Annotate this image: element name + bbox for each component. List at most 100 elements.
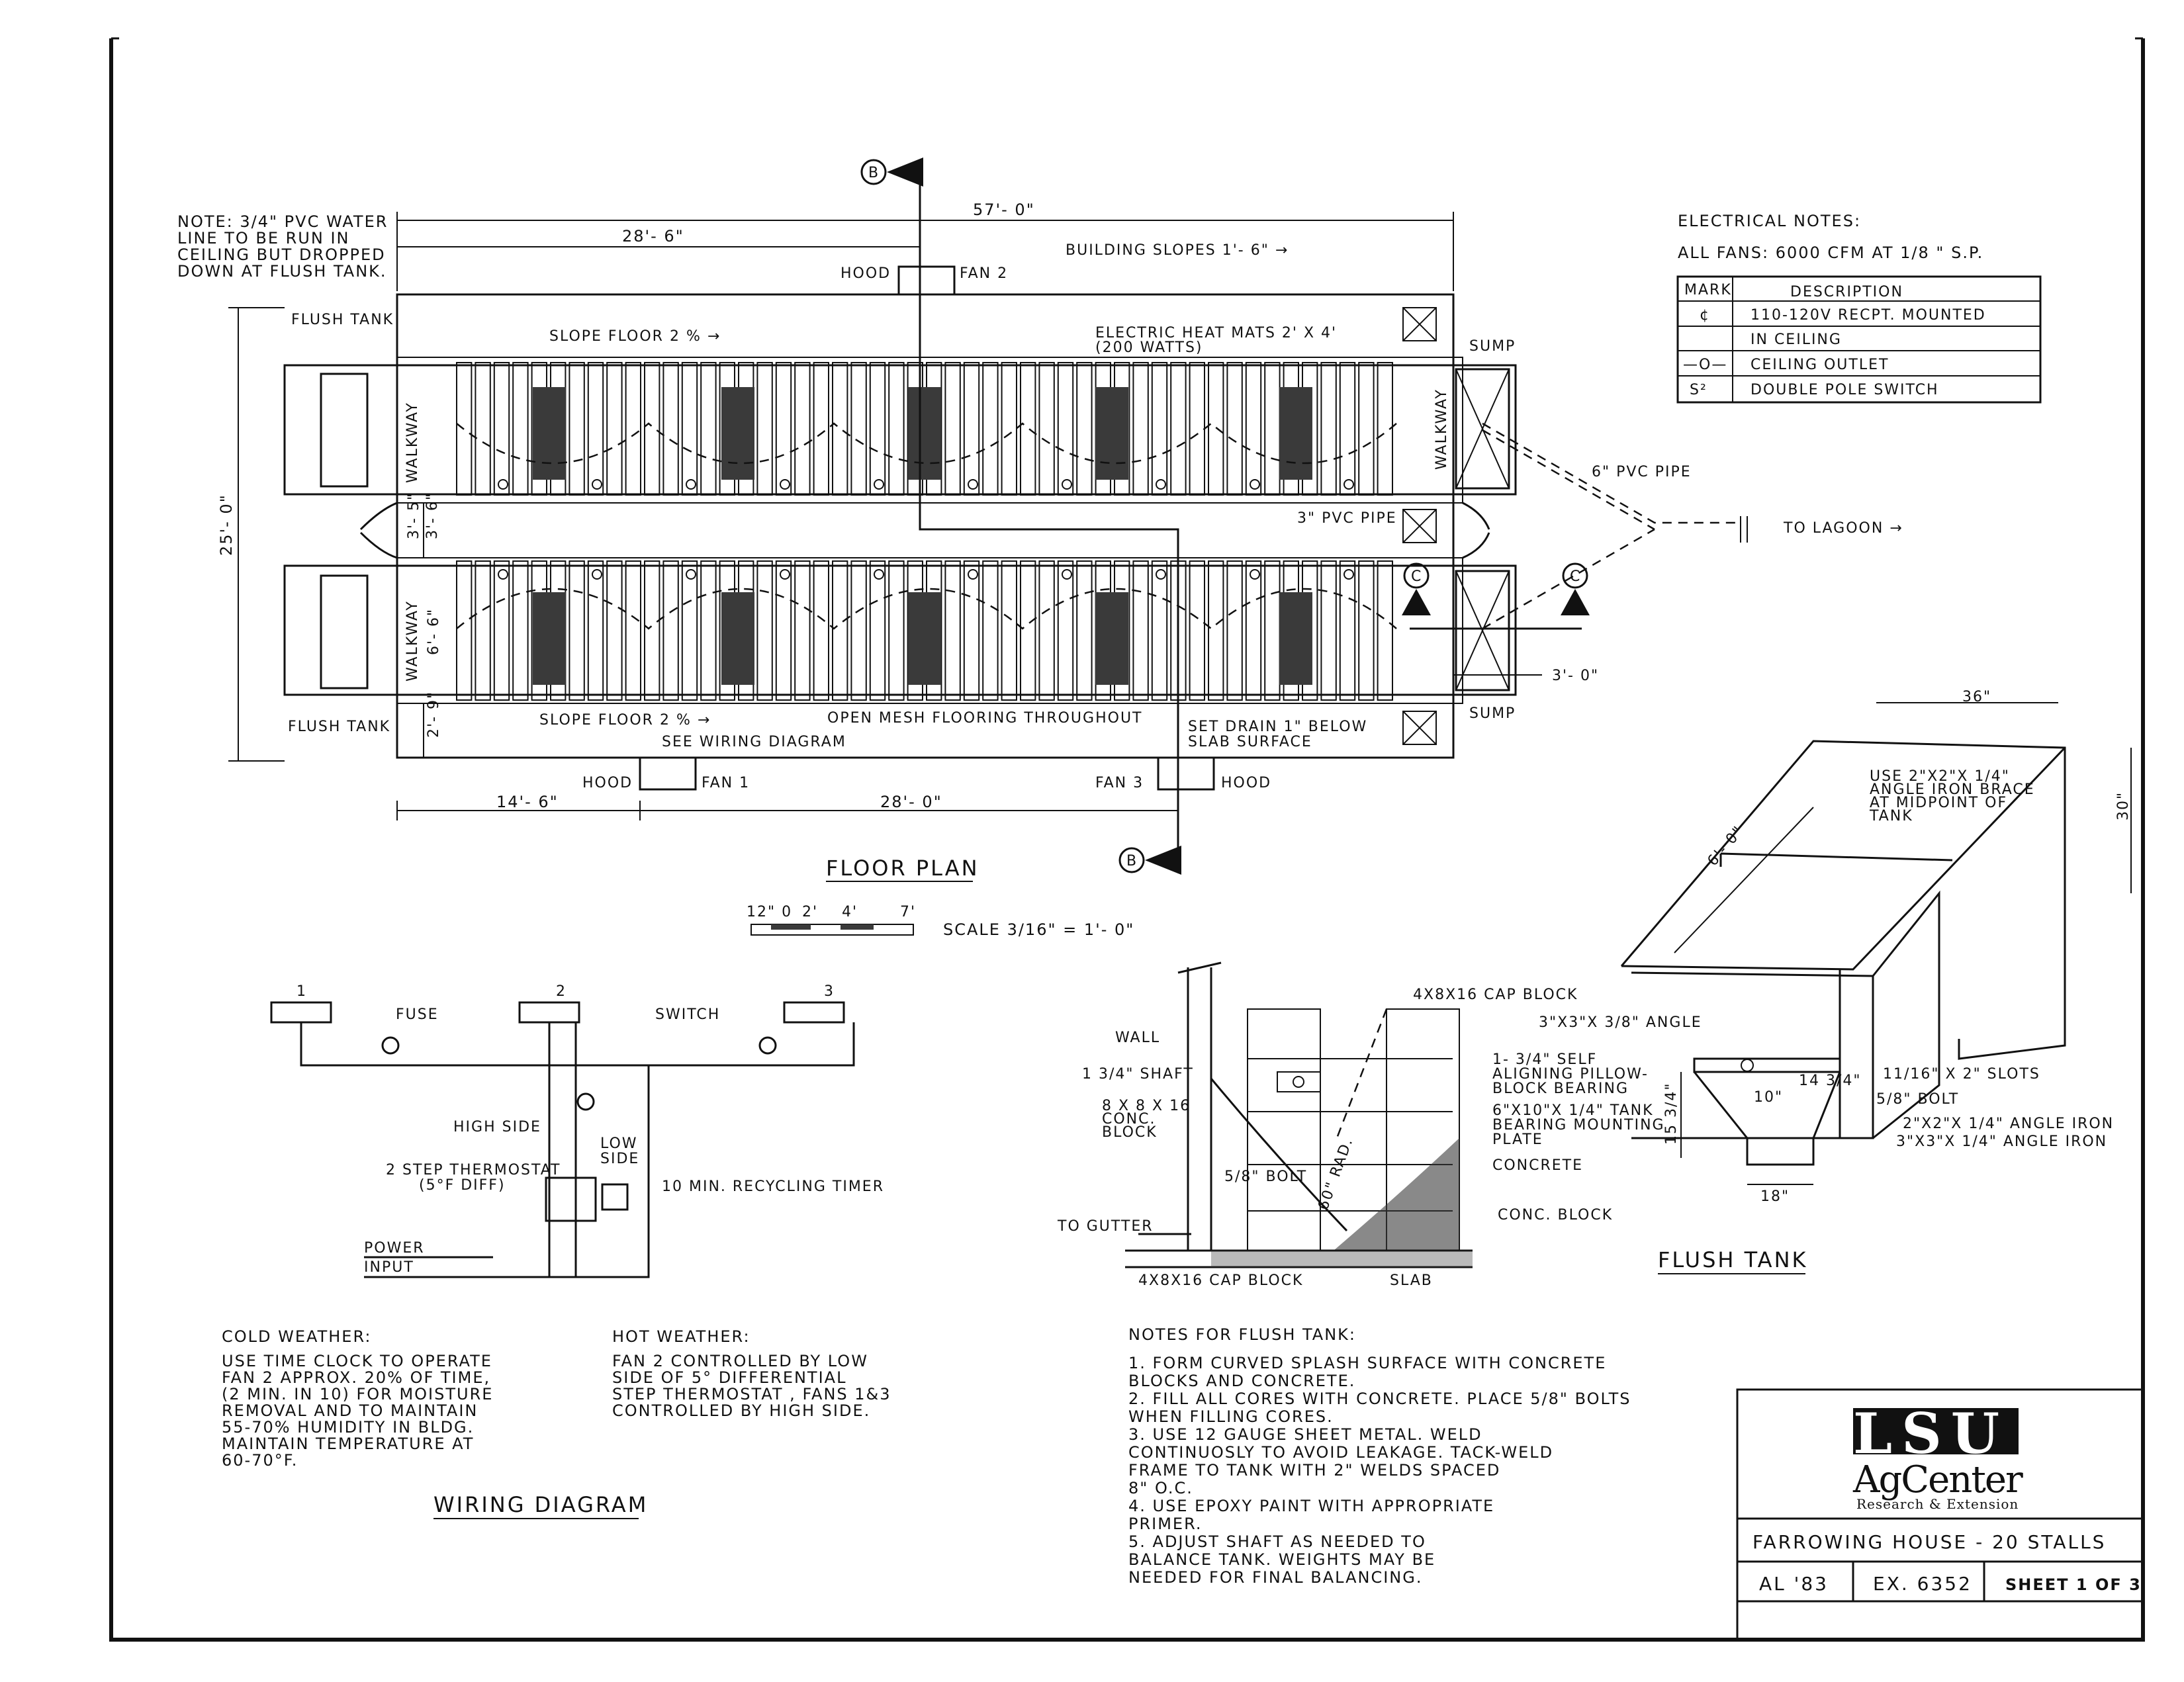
stall-slat <box>606 560 623 701</box>
receptacle-icon <box>780 569 790 580</box>
shaft-label: 1 3/4" SHAFT <box>1082 1066 1194 1083</box>
hot-weather-line-3: STEP THERMOSTAT , FANS 1&3 <box>612 1385 891 1403</box>
legend-desc-switch: DOUBLE POLE SWITCH <box>1751 382 1939 398</box>
stall-slat <box>869 560 886 701</box>
cold-weather-line-3: (2 MIN. IN 10) FOR MOISTURE <box>222 1385 493 1403</box>
receptacle-icon <box>498 479 508 490</box>
stall-slat <box>794 560 811 701</box>
flush-note-line: BALANCE TANK. WEIGHTS MAY BE <box>1128 1550 1435 1569</box>
stall-slat <box>1358 560 1375 701</box>
receptacle-icon <box>1156 569 1166 580</box>
plate-label-3: PLATE <box>1492 1131 1543 1148</box>
wiring-diagram: 1 2 3 FUSE SWITCH HIGH SIDE LOW SIDE 2 S… <box>270 983 883 1278</box>
stall-slat <box>1189 560 1205 701</box>
receptacle-icon <box>1343 479 1354 490</box>
stall-slat <box>813 560 829 701</box>
flush-note-line: FRAME TO TANK WITH 2" WELDS SPACED <box>1128 1461 1500 1480</box>
concrete-label: CONCRETE <box>1492 1157 1583 1174</box>
stall-slat <box>756 560 773 701</box>
stall-slat <box>1151 560 1168 701</box>
stall-slat <box>1264 362 1281 496</box>
flush-note-line: 3. USE 12 GAUGE SHEET METAL. WELD <box>1128 1425 1482 1444</box>
hood-label-right: HOOD <box>1221 775 1271 791</box>
stall-slat <box>587 362 604 496</box>
water-line-note-4: DOWN AT FLUSH TANK. <box>177 262 387 281</box>
stall-slat <box>512 560 529 701</box>
cap-block-bottom-label: 4X8X16 CAP BLOCK <box>1138 1272 1303 1289</box>
angle-label: 3"X3"X 3/8" ANGLE <box>1539 1014 1702 1031</box>
electrical-fans-note: ALL FANS: 6000 CFM AT 1/8 " S.P. <box>1678 243 1983 262</box>
fan-3-label: FAN 3 <box>1095 775 1144 791</box>
stall-slat <box>1076 362 1093 496</box>
stall-slat <box>644 362 660 496</box>
stall-slat <box>1208 362 1224 496</box>
cold-weather-title: COLD WEATHER: <box>222 1327 371 1346</box>
angle-iron-3x3: 3"X3"X 1/4" ANGLE IRON <box>1896 1133 2107 1150</box>
stall-slat <box>1132 560 1149 701</box>
flush-note-line: CONTINUOSLY TO AVOID LEAKAGE. TACK-WELD <box>1128 1443 1553 1462</box>
low-side-label-2: SIDE <box>600 1151 639 1167</box>
stall-slat <box>1245 560 1262 701</box>
slope-floor-bottom: SLOPE FLOOR 2 % → <box>539 712 711 729</box>
stall-slat <box>982 560 999 701</box>
stall-slat <box>1377 362 1394 496</box>
stall-slat <box>1057 362 1074 496</box>
stall-slat <box>569 560 585 701</box>
receptacle-icon <box>780 479 790 490</box>
flush-note-line: 5. ADJUST SHAFT AS NEEDED TO <box>1128 1532 1426 1551</box>
logo-agcenter: AgCenter <box>1852 1458 2023 1501</box>
brace-note-1: USE 2"X2"X 1/4" <box>1870 768 2010 785</box>
stall-slat <box>625 362 641 496</box>
walkway-left-bottom: WALKWAY <box>404 600 421 682</box>
dim-18: 18" <box>1760 1188 1790 1205</box>
receptacle-icon <box>1156 479 1166 490</box>
stall-slat <box>587 560 604 701</box>
logo-research-extension: Research & Extension <box>1856 1496 2019 1512</box>
dim-30: 30" <box>2115 791 2132 820</box>
building-slope-note: BUILDING SLOPES 1'- 6" → <box>1066 242 1289 259</box>
heat-mats-note-2: (200 WATTS) <box>1095 339 1203 356</box>
legend-mark-switch: S² <box>1690 382 1707 398</box>
flush-note-line: 8" O.C. <box>1128 1479 1193 1497</box>
section-b-bottom: B <box>1126 853 1138 869</box>
stall-slat <box>1320 362 1337 496</box>
slope-floor-top: SLOPE FLOOR 2 % → <box>549 328 721 345</box>
to-lagoon-label: TO LAGOON → <box>1783 520 1903 537</box>
walkway-left-top: WALKWAY <box>404 402 421 483</box>
stall-slat <box>832 362 848 496</box>
stall-slat <box>662 362 679 496</box>
stall-slat <box>1132 362 1149 496</box>
stall-slat <box>700 560 717 701</box>
scale-tick-0: 12" 0 <box>747 904 792 920</box>
stall-slat <box>1170 362 1187 496</box>
section-c-left: C <box>1411 568 1422 585</box>
receptacle-icon <box>968 479 978 490</box>
conc-block-label-2: CONC. <box>1102 1111 1156 1128</box>
brace-note-4: TANK <box>1869 808 1913 824</box>
stall-slat <box>1076 560 1093 701</box>
stall-slat <box>625 560 641 701</box>
flush-tank-notes: NOTES FOR FLUSH TANK: 1. FORM CURVED SPL… <box>1128 1325 1629 1587</box>
stall-slat <box>662 560 679 701</box>
flush-tank-label-bottom: FLUSH TANK <box>288 719 390 735</box>
lsu-logo-block <box>1853 1408 2019 1454</box>
stall-slat <box>700 362 717 496</box>
electrical-notes-title: ELECTRICAL NOTES: <box>1678 212 1861 230</box>
stall-slat <box>1038 560 1055 701</box>
tank-bolt-label: 5/8" BOLT <box>1876 1091 1959 1108</box>
plate-label-2: BEARING MOUNTING <box>1492 1117 1665 1133</box>
hot-weather-line-4: CONTROLLED BY HIGH SIDE. <box>612 1401 870 1420</box>
dim-6-6: 6'- 6" <box>426 608 442 655</box>
stall-slat <box>456 362 473 496</box>
receptacle-icon <box>686 479 696 490</box>
electrical-notes: ELECTRICAL NOTES: ALL FANS: 6000 CFM AT … <box>1676 212 2042 404</box>
stall-slat <box>1001 560 1017 701</box>
stall-slat <box>756 362 773 496</box>
tank-section: WALL 1 3/4" SHAFT 8 X 8 X 16 CONC. BLOCK… <box>1057 961 1665 1289</box>
sump-label-bottom: SUMP <box>1469 705 1516 722</box>
flush-note-line: 4. USE EPOXY PAINT WITH APPROPRIATE <box>1128 1497 1494 1515</box>
open-mesh-note: OPEN MESH FLOORING THROUGHOUT <box>827 710 1142 727</box>
cap-block-label-top: 4X8X16 CAP BLOCK <box>1413 987 1578 1003</box>
dim-14-6: 14'- 6" <box>496 793 559 811</box>
flush-note-line: NEEDED FOR FINAL BALANCING. <box>1128 1568 1422 1587</box>
